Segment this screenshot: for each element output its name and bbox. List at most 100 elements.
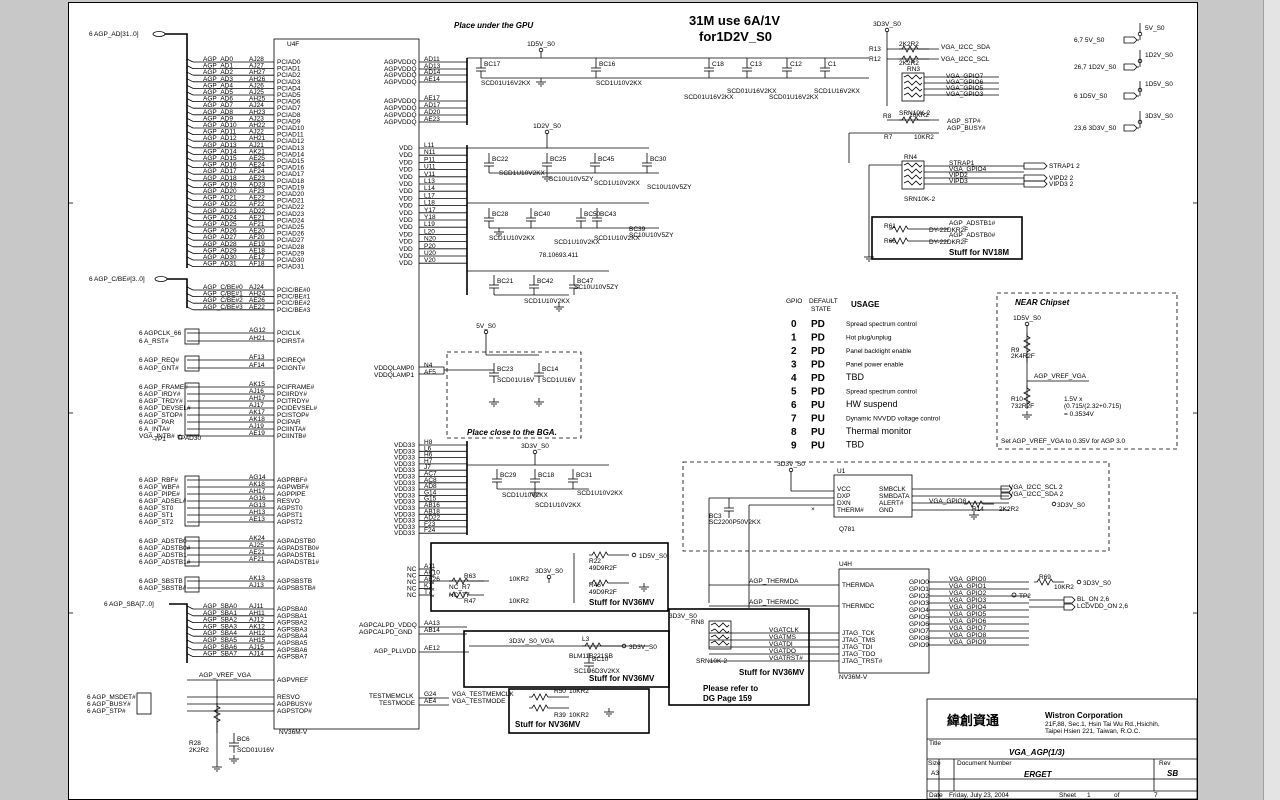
u4h-pin-left: JTAG_TMS xyxy=(842,637,876,644)
bus-entry xyxy=(186,65,194,69)
resistor xyxy=(889,237,949,245)
vdd-pin: Y18 xyxy=(424,214,436,221)
bus-entry xyxy=(186,111,194,116)
u4h-pin-right: GPIO7 xyxy=(909,628,929,635)
power-net-label: 3D3V_S0 xyxy=(873,21,901,28)
cap-value: SCD01U16V xyxy=(237,747,275,754)
agp-pin-number: AK13 xyxy=(249,575,265,582)
ad-port-label: PCIAD15 xyxy=(277,158,304,165)
date-label: Date xyxy=(929,792,943,799)
agp-net-label: 6 AGP_ST0 xyxy=(139,505,174,512)
agp-net-label: 6 AGP_ADSTB1 xyxy=(139,552,187,559)
ad-pin-number: AE22 xyxy=(249,195,265,202)
part-number: 78.10693.411 xyxy=(539,252,579,259)
power-symbol xyxy=(1076,579,1082,585)
u4f-part: NV36M-V xyxy=(279,729,308,736)
gpio-state: PD xyxy=(811,360,825,371)
ad-net-label: AGP_AD20 xyxy=(203,188,237,195)
agp-net-label: 6 AGP_SBSTB xyxy=(139,578,183,585)
vdd-port: VDD xyxy=(399,167,413,174)
r46-ref: R46 xyxy=(589,582,601,589)
tp1-circle xyxy=(177,434,183,440)
ad-port-label: PCIAD18 xyxy=(277,178,304,185)
u4h-left-net: AGP_THERMDA xyxy=(749,578,799,585)
resistor xyxy=(1023,385,1031,409)
agp-group-box xyxy=(184,576,200,593)
power-net-label: 1D5V_S0 xyxy=(639,553,667,560)
cap-ref: BC14 xyxy=(542,366,559,373)
vdd33-pin: J7 xyxy=(424,464,431,471)
bga-place-box xyxy=(446,351,582,439)
misc-net: AGPCALPD_GND xyxy=(359,629,413,636)
agp-port-label: AGPADSTB1 xyxy=(277,552,316,559)
nc-x: × xyxy=(431,580,435,587)
bus-ad-trunk xyxy=(165,33,188,268)
ctrl-net-label: 6 AGP_TRDY# xyxy=(139,398,183,405)
ctrl-net-label: 6 A_RST# xyxy=(139,338,169,345)
testmode-net: VGA_TESTMODE xyxy=(452,698,506,705)
gpio-usage: TBD xyxy=(846,372,865,382)
calc-line: 1.5V x xyxy=(1064,396,1083,403)
u1-net: VGA_I2CC_SDA 2 xyxy=(1009,491,1064,498)
cap-value: SCD01U16V2KX xyxy=(769,94,819,101)
cap-ref: BC29 xyxy=(500,472,517,479)
rail-net: 5V_S0 xyxy=(1145,25,1165,32)
ad-pin-number: AH25 xyxy=(249,96,266,103)
net-label: AGP_ADSTB1# xyxy=(949,220,996,227)
misc-net: VDDQLAMP1 xyxy=(374,372,414,379)
u4h-right-net: VGA_GPIO7 xyxy=(949,625,987,632)
vdd-port: VDD xyxy=(399,210,413,217)
ctrl-net-label: 6 AGP_FRAME# xyxy=(139,384,188,391)
misc-net: AGPCALPD_VDDQ xyxy=(359,622,417,629)
agp-pin-number: AK18 xyxy=(249,481,265,488)
ad-pin-number: AJ28 xyxy=(249,56,264,63)
rail-label: 6,7 5V_S0 xyxy=(1074,37,1105,44)
agp-port-label: AGPSBSTB xyxy=(277,578,312,585)
u1-pin-left: DXP xyxy=(837,493,850,500)
vdd33-pin: F23 xyxy=(424,521,436,528)
ad-pin-number: AE25 xyxy=(249,155,265,162)
bus-entry xyxy=(186,144,194,149)
bus-entry xyxy=(186,639,194,644)
resistor-network xyxy=(708,620,732,650)
gpio-usage: Panel backlight enable xyxy=(846,348,912,355)
ad-pin-number: AE19 xyxy=(249,241,265,248)
vdd33-pin: G14 xyxy=(424,489,437,496)
r22-ref: R22 xyxy=(589,558,601,565)
agp-pin-number: AE13 xyxy=(249,516,265,523)
u4f-ref: U4F xyxy=(287,41,299,48)
bus-entry xyxy=(186,653,194,657)
ad-port-label: PCIAD16 xyxy=(277,165,304,172)
r50-value: 10KR2 xyxy=(569,688,589,695)
rn-element xyxy=(903,162,923,168)
vddq-pin: AE14 xyxy=(424,76,440,83)
ctrl-net-label: 6 AGP_DEVSEL# xyxy=(139,405,191,412)
u4h-left-net: VGATMS xyxy=(769,634,797,641)
rn-element xyxy=(903,74,923,80)
vdd33-port: VDD33 xyxy=(394,480,415,487)
misc-pin: G24 xyxy=(424,691,437,698)
ctrl-pin-number: AJ19 xyxy=(249,423,264,430)
of-label: of xyxy=(1114,792,1120,799)
sba-net-label: AGP_SBA0 xyxy=(203,603,237,610)
vdd33-port: VDD33 xyxy=(394,492,415,499)
bus-entry xyxy=(186,131,194,135)
sba-pin-number: AK12 xyxy=(249,623,265,630)
power-net-label: 1D2V_S0 xyxy=(533,123,561,130)
cap-ref: C12 xyxy=(790,61,802,68)
u4h-pin-right: GPIO0 xyxy=(909,579,929,586)
bus-ad-label: 6 AGP_AD[31..0] xyxy=(89,31,139,38)
u4h-left-net: VGATDO xyxy=(769,648,796,655)
l3-value: BLM11B221SB xyxy=(569,653,613,660)
gpio-state: PU xyxy=(811,427,825,438)
rn-element xyxy=(903,80,923,86)
r63-value: 10KR2 xyxy=(509,576,529,583)
nc-x: × xyxy=(811,506,815,513)
bus-sba-trunk xyxy=(169,603,188,663)
vertical-scrollbar[interactable] xyxy=(1263,0,1280,800)
r14-ref: R14 xyxy=(972,506,984,513)
ad-port-label: PCIAD23 xyxy=(277,211,304,218)
vdd33-port: VDD33 xyxy=(394,530,415,537)
cap-ref: C1 xyxy=(828,61,837,68)
vdd-pin: L11 xyxy=(424,142,435,149)
